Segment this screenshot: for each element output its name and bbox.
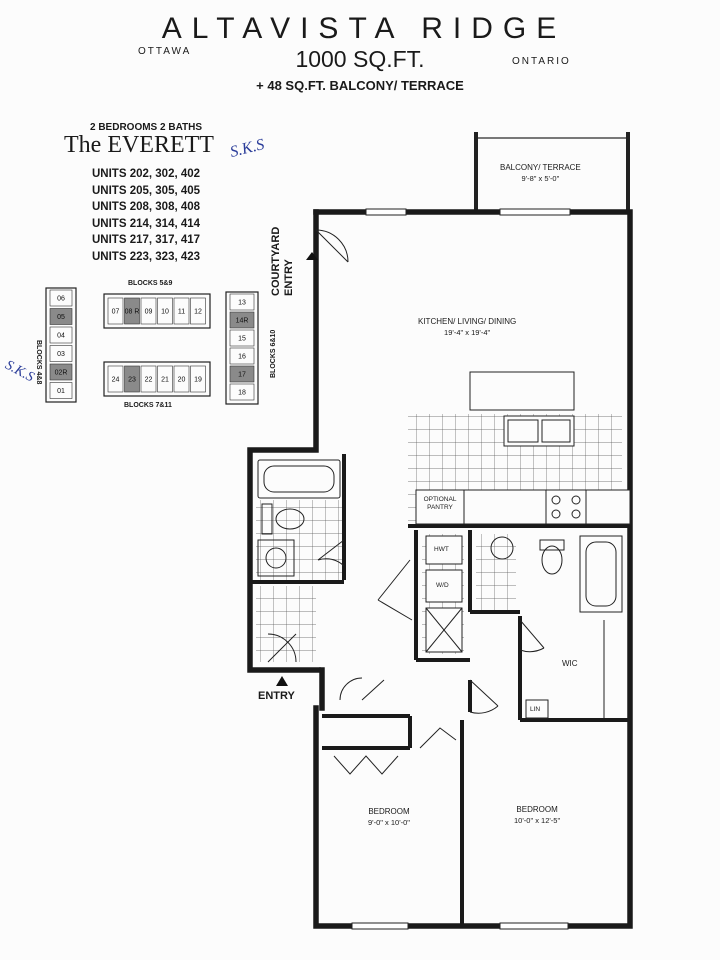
- keyplan-unit: [173, 365, 190, 393]
- keyplan-unit: [173, 297, 190, 325]
- keyplan-unit: [49, 382, 73, 399]
- keyplan-unit-label: 08 R: [125, 309, 140, 316]
- keyplan-unit-label: 01: [57, 388, 65, 395]
- keyplan-unit: [49, 326, 73, 344]
- keyplan-unit-label: 11: [178, 309, 185, 316]
- unit-line: UNITS 205, 305, 405: [92, 184, 201, 197]
- interior-walls: [250, 454, 630, 926]
- hwt-label: HWT: [434, 546, 449, 553]
- keyplan-unit-label: 09: [145, 309, 153, 316]
- bedroom2-label: BEDROOM 10'-0" x 12'-5": [514, 805, 561, 825]
- keyplan-unit: [229, 365, 255, 383]
- keyplan-unit-label: 20: [178, 377, 186, 384]
- area-label: 1000 SQ.FT.: [295, 46, 425, 72]
- project-title: ALTAVISTA RIDGE: [161, 12, 567, 45]
- top-block-outline: [103, 293, 211, 329]
- city-label: OTTAWA: [138, 46, 192, 57]
- left-block-outline: [45, 287, 77, 403]
- keyplan-unit-label: 13: [238, 300, 246, 307]
- lin-label: LIN: [530, 706, 541, 713]
- keyplan-unit-label: 06: [57, 296, 65, 303]
- keyplan-unit: [229, 293, 255, 311]
- entry-marker: [276, 676, 288, 686]
- keyplan-unit: [190, 297, 206, 325]
- keyplan-unit: [140, 365, 157, 393]
- balcony-label: BALCONY/ TERRACE 9'-8" x 5'-0": [500, 163, 581, 183]
- keyplan-unit: [190, 365, 206, 393]
- keyplan-unit: [124, 297, 140, 325]
- keyplan-unit-label: 22: [145, 377, 153, 384]
- keyplan-unit-label: 02R: [55, 370, 68, 377]
- province-label: ONTARIO: [512, 56, 571, 67]
- keyplan-unit: [229, 311, 255, 329]
- unit-line: UNITS 214, 314, 414: [92, 217, 201, 230]
- keyplan-unit: [107, 297, 124, 325]
- bottom-block-outline: [103, 361, 211, 397]
- bed-bath-label: 2 BEDROOMS 2 BATHS: [90, 122, 203, 133]
- keyplan-unit: [140, 297, 157, 325]
- wd-label: W/D: [436, 582, 449, 589]
- keyplan-unit-label: 15: [238, 336, 246, 343]
- bath1-fixtures: [257, 459, 341, 577]
- keyplan-unit-label: 19: [194, 377, 202, 384]
- keyplan-unit: [229, 347, 255, 365]
- entry-label: ENTRY: [258, 690, 295, 702]
- keyplan-unit-label: 16: [238, 354, 246, 361]
- doors: [267, 229, 545, 775]
- blocks-bottom-label: BLOCKS 7&11: [124, 402, 172, 409]
- bath2-tile-floor: [476, 534, 516, 612]
- bath2-fixtures: [490, 535, 623, 613]
- pantry-label: OPTIONAL PANTRY: [423, 496, 457, 511]
- unit-line: UNITS 217, 317, 417: [92, 234, 201, 247]
- keyplan-unit: [49, 289, 73, 307]
- keyplan-unit-label: 05: [57, 314, 65, 321]
- keyplan-unit: [49, 363, 73, 381]
- keyplan-unit: [49, 345, 73, 362]
- keyplan-unit: [229, 329, 255, 347]
- kitchen-fixtures: [415, 371, 631, 525]
- keyplan-unit-label: 18: [238, 390, 246, 397]
- courtyard-entry-marker: [306, 252, 318, 260]
- laundry-fixtures: [425, 535, 463, 653]
- wic-label: WIC: [562, 659, 578, 668]
- unit-list: UNITS 202, 302, 402 UNITS 205, 305, 405 …: [92, 166, 200, 266]
- entry-tile-floor: [256, 586, 316, 662]
- windows: [351, 208, 571, 930]
- balcony-area-label: + 48 SQ.FT. BALCONY/ TERRACE: [256, 78, 464, 93]
- right-block-outline: [225, 291, 259, 405]
- keyplan-unit-label: 14R: [236, 318, 249, 325]
- keyplan-unit-label: 10: [161, 309, 169, 316]
- bedroom1-label: BEDROOM 9'-0" x 10'-0": [368, 807, 410, 827]
- keyplan-unit-label: 17: [238, 372, 246, 379]
- unit-line: UNITS 208, 308, 408: [92, 201, 201, 214]
- keyplan-unit: [157, 297, 173, 325]
- keyplan-unit: [229, 383, 255, 401]
- keyplan-unit-label: 03: [57, 351, 65, 358]
- keyplan-unit-label: 12: [194, 309, 202, 316]
- keyplan-unit-label: 23: [128, 377, 136, 384]
- unit-line: UNITS 202, 302, 402: [92, 168, 201, 180]
- key-plan: 06 05 04 03 02R 01 13 14R 15 16 17 18 07 08 R 09 10 11 12…: [45, 287, 259, 405]
- unit-line: UNITS 223, 323, 423: [92, 250, 201, 263]
- keyplan-unit-label: 04: [57, 333, 65, 340]
- closet-fixtures: [525, 620, 605, 719]
- keyplan-unit: [124, 365, 140, 393]
- model-name: The EVERETT: [64, 132, 214, 158]
- keyplan-unit-label: 07: [112, 309, 120, 316]
- keyplan-unit-label: 21: [161, 377, 169, 384]
- keyplan-unit-label: 24: [112, 377, 120, 384]
- living-label: KITCHEN/ LIVING/ DINING 19'-4" x 19'-4": [418, 317, 517, 337]
- courtyard-entry-label: COURTYARD ENTRY: [270, 226, 295, 296]
- keyplan-unit: [157, 365, 173, 393]
- keyplan-unit: [107, 365, 124, 393]
- blocks-top-label: BLOCKS 5&9: [128, 280, 173, 287]
- keyplan-unit: [49, 308, 73, 325]
